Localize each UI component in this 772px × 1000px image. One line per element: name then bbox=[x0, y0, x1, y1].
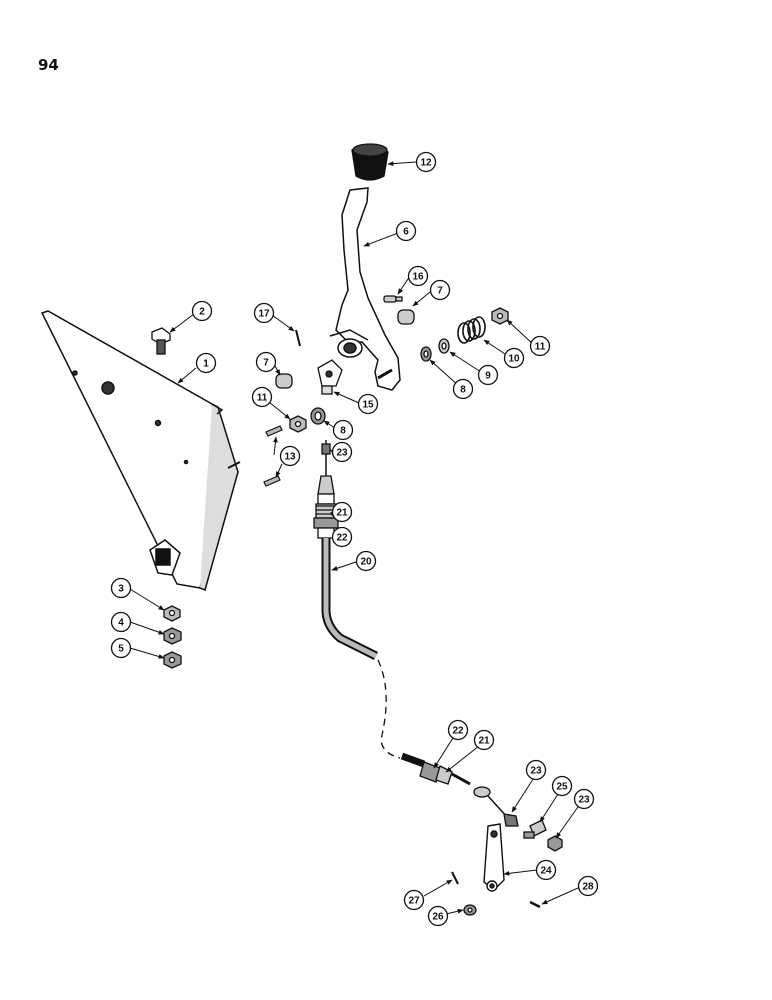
routing-line bbox=[377, 659, 401, 759]
callout-8: 8 bbox=[332, 419, 354, 441]
hex-nut bbox=[163, 627, 182, 645]
callout-label: 11 bbox=[257, 393, 268, 404]
cable-housing bbox=[321, 538, 379, 661]
hex-nut bbox=[491, 307, 509, 325]
callout-22: 22 bbox=[331, 526, 353, 548]
pin bbox=[529, 900, 541, 909]
washer bbox=[438, 338, 450, 354]
hex-nut bbox=[547, 835, 563, 852]
threaded-stud bbox=[263, 425, 283, 487]
callout-label: 7 bbox=[263, 358, 269, 369]
throttle-lever bbox=[329, 187, 401, 391]
callout-label: 16 bbox=[412, 272, 424, 283]
clevis bbox=[317, 359, 343, 395]
callout-2: 2 bbox=[191, 300, 213, 322]
bushing bbox=[397, 309, 415, 325]
callout-22: 22 bbox=[447, 719, 469, 741]
callout-label: 8 bbox=[460, 385, 466, 396]
callout-label: 8 bbox=[340, 426, 346, 437]
callout-25: 25 bbox=[551, 775, 573, 797]
callout-label: 22 bbox=[452, 726, 464, 737]
callout-28: 28 bbox=[577, 875, 599, 897]
callout-label: 1 bbox=[203, 359, 209, 370]
pin bbox=[383, 295, 403, 303]
cotter-pin bbox=[451, 871, 459, 885]
callout-8: 8 bbox=[452, 378, 474, 400]
callout-label: 23 bbox=[336, 448, 348, 459]
leader-lines bbox=[129, 161, 581, 915]
callout-label: 21 bbox=[336, 508, 348, 519]
callout-label: 11 bbox=[535, 342, 546, 353]
callout-9: 9 bbox=[477, 364, 499, 386]
callout-10: 10 bbox=[503, 347, 525, 369]
page-number: 94 bbox=[38, 56, 59, 74]
cable-upper bbox=[313, 440, 339, 539]
mounting-plate bbox=[40, 310, 241, 592]
callout-23: 23 bbox=[331, 441, 353, 463]
callout-11: 11 bbox=[529, 335, 551, 357]
callout-12: 12 bbox=[415, 151, 437, 173]
callout-7: 7 bbox=[429, 279, 451, 301]
callout-23: 23 bbox=[573, 788, 595, 810]
callout-24: 24 bbox=[535, 859, 557, 881]
callout-26: 26 bbox=[427, 905, 449, 927]
callout-5: 5 bbox=[110, 637, 132, 659]
callout-label: 21 bbox=[478, 736, 490, 747]
callout-label: 9 bbox=[485, 371, 491, 382]
callout-label: 4 bbox=[118, 618, 124, 629]
callout-4: 4 bbox=[110, 611, 132, 633]
callout-label: 2 bbox=[199, 307, 205, 318]
callout-label: 15 bbox=[362, 400, 374, 411]
callout-label: 7 bbox=[437, 286, 443, 297]
bracket bbox=[483, 823, 505, 892]
callout-20: 20 bbox=[355, 550, 377, 572]
spring bbox=[457, 316, 486, 344]
callout-label: 17 bbox=[258, 309, 270, 320]
swivel bbox=[523, 819, 547, 839]
washer bbox=[310, 407, 326, 425]
callout-17: 17 bbox=[253, 302, 275, 324]
callout-3: 3 bbox=[110, 577, 132, 599]
hex-nut bbox=[163, 651, 182, 669]
washer bbox=[463, 904, 477, 916]
callout-15: 15 bbox=[357, 393, 379, 415]
callout-label: 24 bbox=[540, 866, 552, 877]
callout-label: 20 bbox=[360, 557, 372, 568]
callout-23: 23 bbox=[525, 759, 547, 781]
bushing bbox=[275, 373, 293, 389]
lever-knob bbox=[351, 143, 389, 181]
cotter-pin bbox=[295, 329, 301, 347]
callout-27: 27 bbox=[403, 889, 425, 911]
callout-label: 27 bbox=[408, 896, 420, 907]
callout-label: 3 bbox=[118, 584, 124, 595]
callout-label: 13 bbox=[284, 452, 296, 463]
bolt bbox=[151, 327, 171, 355]
callout-21: 21 bbox=[473, 729, 495, 751]
callout-label: 23 bbox=[578, 795, 590, 806]
callout-21: 21 bbox=[331, 501, 353, 523]
hex-nut bbox=[289, 415, 307, 433]
callout-label: 22 bbox=[336, 533, 348, 544]
callout-13: 13 bbox=[279, 445, 301, 467]
callout-1: 1 bbox=[195, 352, 217, 374]
hex-nut bbox=[163, 605, 181, 622]
washer bbox=[420, 346, 432, 362]
callout-16: 16 bbox=[407, 265, 429, 287]
callout-label: 25 bbox=[556, 782, 568, 793]
callout-label: 28 bbox=[582, 882, 594, 893]
callout-7: 7 bbox=[255, 351, 277, 373]
callout-label: 6 bbox=[403, 227, 409, 238]
callout-label: 26 bbox=[432, 912, 444, 923]
callout-label: 12 bbox=[420, 158, 432, 169]
callout-label: 23 bbox=[530, 766, 542, 777]
callout-label: 5 bbox=[118, 644, 124, 655]
callout-label: 10 bbox=[508, 354, 520, 365]
callout-6: 6 bbox=[395, 220, 417, 242]
cable-lower bbox=[400, 752, 519, 827]
callout-11: 11 bbox=[251, 386, 273, 408]
